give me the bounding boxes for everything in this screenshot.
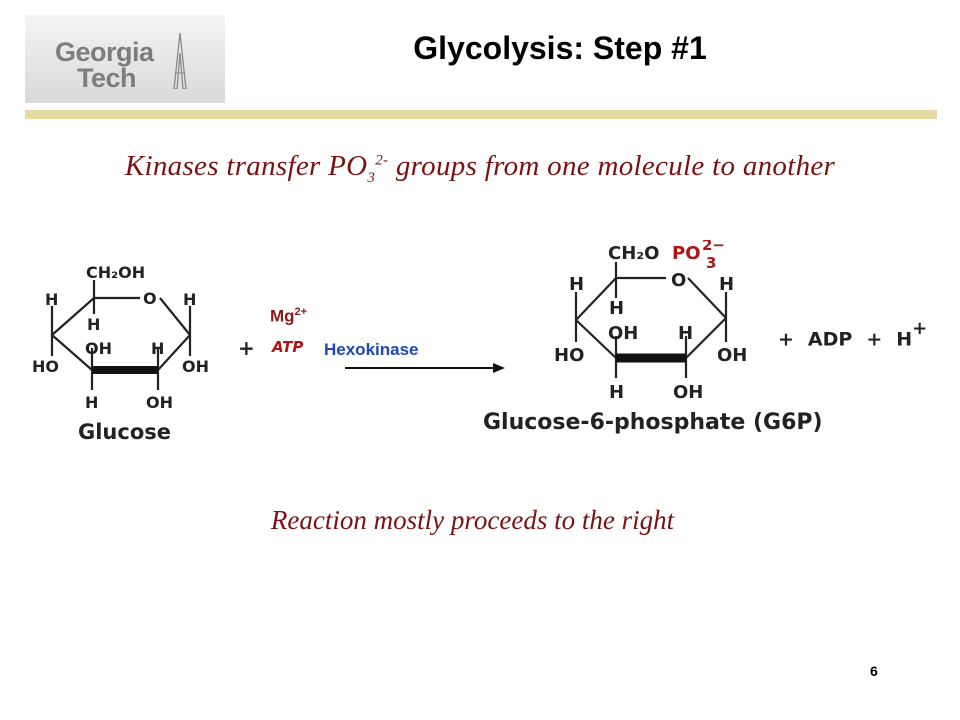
cofactor-label: Mg2+ <box>270 306 307 327</box>
g6p-h-right: H <box>719 274 734 295</box>
glucose-h-left: H <box>45 290 58 309</box>
glucose-h-right: H <box>183 290 196 309</box>
glucose-label: Glucose <box>78 420 172 444</box>
plus-sign-reactant: + <box>238 336 255 360</box>
logo-line2: Tech <box>77 63 137 93</box>
g6p-oh-bottom: OH <box>673 382 703 403</box>
g6p-ho: HO <box>554 345 584 366</box>
glucose-oh-bottom: OH <box>146 393 173 412</box>
subtitle-sup: 2- <box>375 152 389 169</box>
enzyme-label: Hexokinase <box>324 340 419 359</box>
reaction-note: Reaction mostly proceeds to the right <box>270 505 675 535</box>
arrow-right-icon <box>345 363 505 373</box>
institution-logo: Georgia Tech <box>25 15 225 103</box>
glucose-ring-o: O <box>143 289 157 308</box>
tower-icon <box>173 33 187 89</box>
g6p-oh-mid: OH <box>608 323 638 344</box>
glucose-h-inner: H <box>87 315 100 334</box>
atp-label: ATP <box>272 338 304 356</box>
reaction-arrow <box>345 360 505 376</box>
glucose-structure: CH₂OH O H H H HO OH H OH H OH <box>32 263 209 412</box>
g6p-h-bottom: H <box>609 382 624 403</box>
g6p-structure: CH₂O PO 2− 3 O H H H HO OH H OH H OH <box>554 240 747 403</box>
g6p-phosphate: PO <box>672 243 701 264</box>
g6p-ring-o: O <box>671 270 686 291</box>
glucose-ch2oh: CH₂OH <box>86 263 145 282</box>
plus-sign-1: + <box>778 328 794 351</box>
g6p-h-left: H <box>569 274 584 295</box>
g6p-oh-right: OH <box>717 345 747 366</box>
header-divider <box>25 110 937 119</box>
page-number: 6 <box>870 663 878 679</box>
product-list: +ADP+H+ <box>778 318 927 351</box>
cofactor-symbol: Mg <box>270 306 295 326</box>
g6p-phosphate-charge: 2− <box>702 240 725 254</box>
glucose-oh-right: OH <box>182 357 209 376</box>
glucose-oh-mid: OH <box>85 339 112 358</box>
g6p-phosphate-sub: 3 <box>706 254 716 272</box>
logo-wordmark: Georgia Tech <box>55 37 154 93</box>
page-title: Glycolysis: Step #1 <box>413 30 707 66</box>
g6p-h-inner: H <box>609 298 624 319</box>
glucose-ho: HO <box>32 357 59 376</box>
g6p-label: Glucose-6-phosphate (G6P) <box>483 410 823 435</box>
cofactor-charge: 2+ <box>294 306 308 318</box>
g6p-ch2o: CH₂O <box>608 243 659 264</box>
g6p-h-mid: H <box>678 323 693 344</box>
logo-line1: Georgia <box>55 37 154 67</box>
adp-label: ADP <box>807 328 853 351</box>
glucose-h-mid: H <box>151 339 164 358</box>
glucose-h-bottom: H <box>85 393 98 412</box>
proton-label: H <box>896 328 913 351</box>
subtitle-pre: Kinases transfer PO <box>124 150 368 182</box>
subtitle-post: groups from one molecule to another <box>388 150 836 182</box>
proton-charge: + <box>912 318 928 339</box>
slide-subtitle: Kinases transfer PO32- groups from one m… <box>0 150 960 187</box>
subtitle-sub: 3 <box>367 169 376 186</box>
plus-sign-2: + <box>866 328 883 351</box>
